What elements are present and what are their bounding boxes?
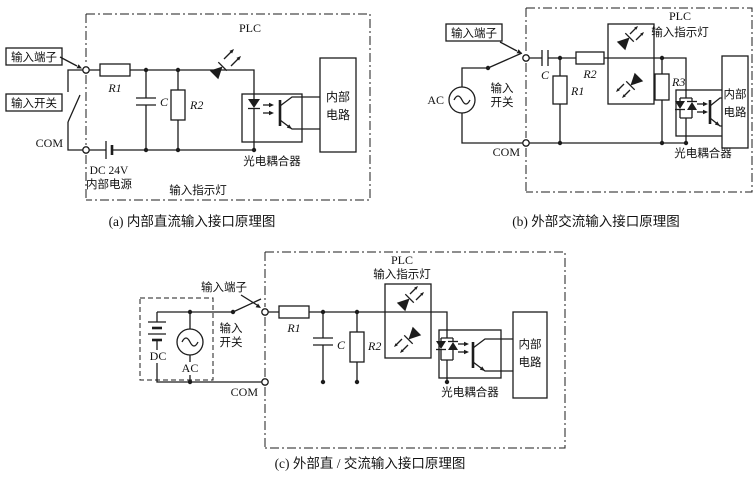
ac-label-c: AC (182, 361, 199, 375)
switch-label-b2: 开关 (491, 95, 514, 109)
caption-c: (c) 外部直 / 交流输入接口原理图 (275, 455, 466, 471)
switch-label-c1: 输入 (220, 321, 243, 335)
internal-label-b2: 电路 (724, 105, 747, 119)
c-label-c: C (337, 338, 346, 352)
plc-label-c: PLC (391, 253, 413, 267)
internal-label-c1: 内部 (519, 337, 542, 351)
phototransistor-icon-a (278, 96, 320, 130)
wires-a (67, 69, 255, 151)
input-terminal-callout-a (5, 47, 82, 69)
ac-label-backing (179, 362, 201, 375)
indicator-label-a: 输入指示灯 (169, 183, 227, 197)
input-terminal-label-b: 输入端子 (451, 26, 497, 40)
input-terminal-label-c: 输入端子 (201, 280, 247, 294)
com-label-a: COM (36, 136, 64, 150)
ac-source-icon-b (448, 86, 476, 114)
r2-label-b: R2 (582, 67, 596, 81)
terminal-dots-b (522, 54, 530, 147)
dual-led-box-c (384, 283, 432, 359)
coupler-led-pair-icon-c (436, 338, 469, 360)
resistor-r3-b (654, 73, 670, 101)
dual-led-box-b (607, 23, 655, 105)
internal-circuit-box-a (319, 57, 357, 153)
capacitor-c-b (541, 50, 549, 66)
r1-label-b: R1 (570, 84, 584, 98)
junction-dots-a (143, 67, 257, 153)
plc-boundary-b (525, 7, 753, 193)
r2-label-a: R2 (189, 98, 203, 112)
coupler-label-a: 光电耦合器 (243, 154, 301, 168)
r1-label-c: R1 (286, 321, 300, 335)
c-label-b: C (541, 68, 550, 82)
switch-label-b1: 输入 (491, 81, 514, 95)
input-switch-callout-a (5, 93, 63, 112)
resistor-r1-b (552, 75, 568, 105)
dc-label-backing (147, 350, 169, 363)
battery-icon-c (148, 321, 166, 342)
c-label-a: C (160, 95, 169, 109)
com-label-c: COM (231, 385, 259, 399)
plc-boundary-a (85, 13, 371, 201)
r3-label-b: R3 (671, 75, 685, 89)
coupler-led-pair-icon-b (675, 98, 708, 118)
phototransistor-icon-b (708, 97, 722, 127)
internal-label-b1: 内部 (724, 87, 747, 101)
internal-label-a1: 内部 (326, 89, 350, 104)
input-terminal-callout-c (240, 294, 261, 308)
junction-dots-b (485, 55, 689, 146)
plc-label-b: PLC (669, 9, 691, 23)
indicator-label-b: 输入指示灯 (651, 25, 709, 39)
capacitor-c-c (313, 337, 333, 346)
plc-label-a: PLC (239, 21, 261, 35)
resistor-r1-c (278, 305, 310, 319)
phototransistor-icon-c (471, 338, 513, 372)
ac-label-b: AC (427, 93, 444, 107)
internal-circuit-box-b (721, 55, 749, 149)
plc-boundary-c (264, 251, 566, 449)
resistor-r2-c (349, 331, 365, 363)
dc-supply-label-2: 内部电源 (86, 177, 132, 191)
switch-label-c2: 开关 (220, 335, 243, 349)
coupler-label-b: 光电耦合器 (674, 146, 732, 160)
diagram-a: PLC 输入端子 输入开关 COM R1 C R2 DC 24V 内部电源 输入… (5, 13, 371, 229)
com-label-b: COM (493, 145, 521, 159)
internal-label-a2: 电路 (326, 107, 350, 122)
indicator-led-icon-a (209, 49, 241, 80)
resistor-r2-b (575, 51, 605, 65)
diagram-b: PLC 输入指示灯 输入端子 AC 输入 开关 C R1 R2 R3 COM 光… (427, 7, 753, 229)
dual-indicator-leds-icon-c (394, 286, 424, 353)
coupler-label-c: 光电耦合器 (441, 385, 499, 399)
resistor-r2-a (170, 89, 186, 121)
capacitor-c-a (136, 97, 156, 106)
indicator-label-c: 输入指示灯 (373, 267, 431, 281)
r1-label-a: R1 (107, 81, 121, 95)
diagram-c: PLC 输入指示灯 输入端子 DC AC 输入 开关 R1 C R2 COM 光… (139, 251, 566, 471)
caption-a: (a) 内部直流输入接口原理图 (109, 213, 276, 229)
wires-c (156, 298, 453, 383)
internal-circuit-box-c (512, 311, 548, 399)
battery-dc24v-icon (105, 141, 114, 159)
terminal-dots-a (82, 66, 90, 154)
internal-label-c2: 电路 (519, 355, 542, 369)
r2-label-c: R2 (367, 339, 381, 353)
external-source-box-c (139, 297, 214, 381)
coupler-led-icon-a (248, 99, 274, 116)
ac-source-icon-c (176, 328, 204, 356)
caption-b: (b) 外部交流输入接口原理图 (512, 213, 680, 229)
dc-supply-label-1: DC 24V (90, 165, 129, 177)
input-switch-label-a: 输入开关 (11, 96, 57, 110)
dc-label-c: DC (150, 349, 167, 363)
input-terminal-callout-b (445, 23, 522, 54)
resistor-r1-a (99, 63, 131, 77)
terminal-dots-c (261, 308, 269, 386)
input-terminal-label-a: 输入端子 (11, 50, 57, 64)
junction-dots-c (187, 309, 450, 385)
